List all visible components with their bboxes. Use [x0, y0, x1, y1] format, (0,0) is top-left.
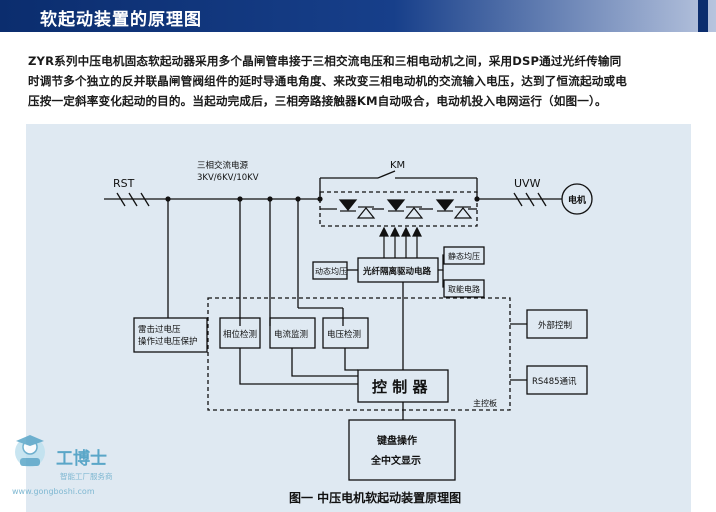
supply-label: 三相交流电源: [197, 160, 249, 171]
figure-caption: 图一 中压电机软起动装置原理图: [289, 490, 461, 505]
intro-line: 时调节多个独立的反并联晶闸管阀组件的延时导通电角度、来改变三相电动机的交流输入电…: [28, 74, 627, 88]
watermark-brand: 工博士: [56, 448, 107, 469]
controller-label: 控 制 器: [372, 378, 428, 396]
uvw-label: UVW: [514, 177, 541, 190]
motor-icon: [561, 183, 593, 215]
header-end-cap: [698, 0, 708, 32]
lightning-label: 操作过电压保护: [138, 336, 198, 347]
rst-label: RST: [113, 177, 135, 190]
uvw-tick: [513, 192, 523, 207]
fiber-driver-label: 光纤隔离驱动电路: [362, 266, 432, 277]
phase-detect-label: 相位检测: [223, 329, 257, 340]
keyboard-display-box: [348, 419, 456, 481]
section-header: 软起动装置的原理图: [0, 0, 716, 32]
thyristor-icon: [386, 199, 424, 219]
dynamic-balance-box: [312, 261, 348, 280]
static-balance-label: 静态均压: [448, 251, 480, 261]
energy-circuit-box: [443, 279, 485, 298]
watermark-url: www.gongboshi.com: [12, 487, 95, 496]
thyristor-icon: [435, 199, 473, 219]
keyboard-label: 键盘操作: [376, 434, 417, 447]
rst-tick: [140, 192, 150, 207]
current-monitor-label: 电流监测: [274, 329, 308, 340]
main-board-label: 主控板: [473, 398, 497, 408]
uvw-tick: [537, 192, 547, 207]
rs485-label: RS485通讯: [532, 376, 577, 387]
static-balance-box: [443, 246, 485, 265]
rst-tick: [128, 192, 138, 207]
watermark-subtitle: 智能工厂服务商: [60, 471, 113, 481]
thyristor-assembly-box: [319, 191, 478, 227]
km-label: KM: [390, 160, 405, 171]
thyristor-icon: [338, 199, 376, 219]
energy-circuit-label: 取能电路: [448, 284, 480, 294]
intro-paragraph: ZYR系列中压电机固态软起动器采用多个晶闸管串接于三相交流电压和三相电动机之间，…: [28, 51, 692, 111]
lightning-label: 雷击过电压: [138, 324, 181, 335]
intro-line: ZYR系列中压电机固态软起动器采用多个晶闸管串接于三相交流电压和三相电动机之间，…: [28, 54, 622, 68]
external-control-label: 外部控制: [538, 320, 572, 331]
km-contact: [377, 170, 396, 179]
watermark-logo: [15, 435, 45, 467]
main-board-box: [207, 297, 511, 411]
voltage-detect-label: 电压检测: [327, 329, 361, 340]
rst-tick: [116, 192, 126, 207]
lightning-protection-box: [133, 317, 208, 353]
display-label: 全中文显示: [370, 454, 421, 467]
intro-line: 压按一定斜率变化起动的目的。当起动完成后，三相旁路接触器KM自动吸合，电动机投入…: [28, 94, 607, 108]
section-title: 软起动装置的原理图: [40, 10, 202, 30]
supply-voltage: 3KV/6KV/10KV: [197, 173, 259, 183]
dynamic-balance-label: 动态均压: [315, 266, 347, 276]
motor-label: 电机: [568, 194, 586, 206]
uvw-tick: [525, 192, 535, 207]
